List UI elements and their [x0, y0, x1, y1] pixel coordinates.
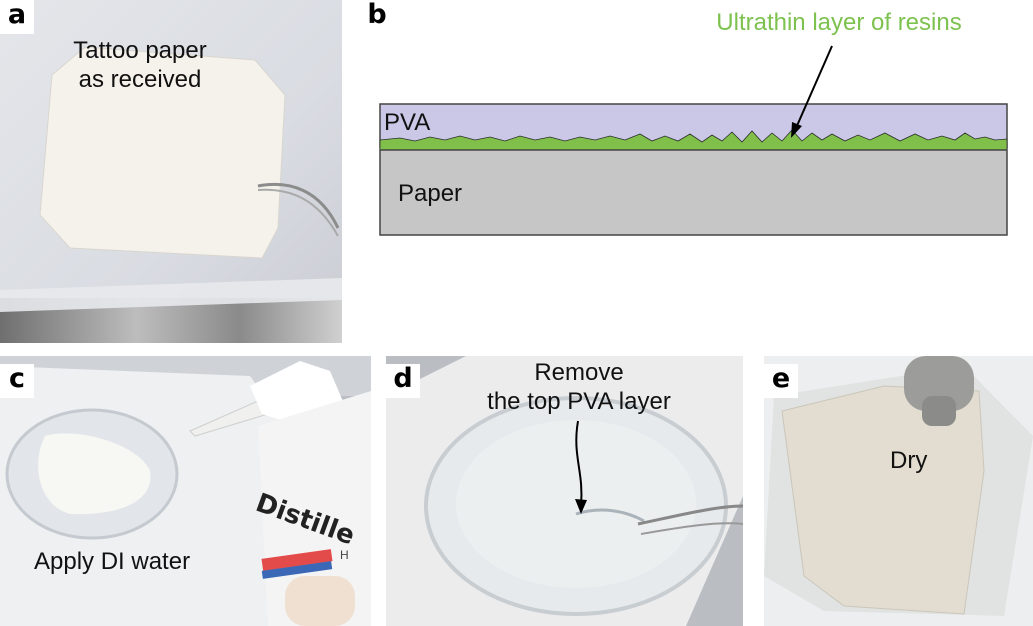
- dry-photo: [764, 356, 1033, 626]
- panel-a-caption-line2: as received: [78, 66, 202, 93]
- panel-e-caption: Dry: [890, 447, 928, 474]
- gloved-hand: [285, 576, 355, 626]
- pva-label: PVA: [384, 109, 431, 136]
- bottle-label-small: H: [340, 548, 349, 562]
- tattoo-paper-sheet: [39, 46, 286, 259]
- panel-d-photo: d Remove the top PVA layer: [386, 356, 743, 626]
- panel-a-caption-line1: Tattoo paper: [73, 37, 207, 64]
- panel-a-label: a: [0, 0, 34, 34]
- panel-a-photo: a Tattoo paper as received: [0, 0, 342, 343]
- panel-c-caption: Apply DI water: [34, 548, 191, 575]
- panel-c-photo: c Distille H Apply DI water: [0, 356, 371, 626]
- panel-d-caption-line1: Remove: [534, 359, 624, 386]
- panel-d-caption-line2: the top PVA layer: [487, 388, 671, 415]
- panel-b-diagram: b Ultrathin layer of resins PVA Paper: [360, 0, 1033, 343]
- panel-e-label: e: [764, 364, 798, 398]
- paper-layer: [379, 149, 1008, 236]
- remove-arrow: [575, 420, 583, 507]
- resin-annotation: Ultrathin layer of resins: [716, 9, 962, 36]
- panel-d-label: d: [386, 364, 420, 398]
- annotation-arrow: [795, 45, 833, 129]
- apply-water-photo: [0, 356, 371, 626]
- panel-c-label: c: [0, 364, 34, 398]
- panel-b-label: b: [360, 0, 394, 34]
- tattoo-paper-photo: [0, 0, 342, 343]
- resin-layer: [379, 129, 1008, 151]
- layer-diagram: [379, 45, 1008, 236]
- remove-pva-photo: [386, 356, 743, 626]
- panel-d-caption: Remove the top PVA layer: [474, 358, 684, 416]
- paper-label: Paper: [398, 180, 463, 207]
- dried-tattoo-paper: [781, 385, 985, 615]
- nozzle: [904, 356, 974, 411]
- panel-e-photo: e Dry: [764, 356, 1033, 626]
- panel-a-caption: Tattoo paper as received: [45, 36, 235, 94]
